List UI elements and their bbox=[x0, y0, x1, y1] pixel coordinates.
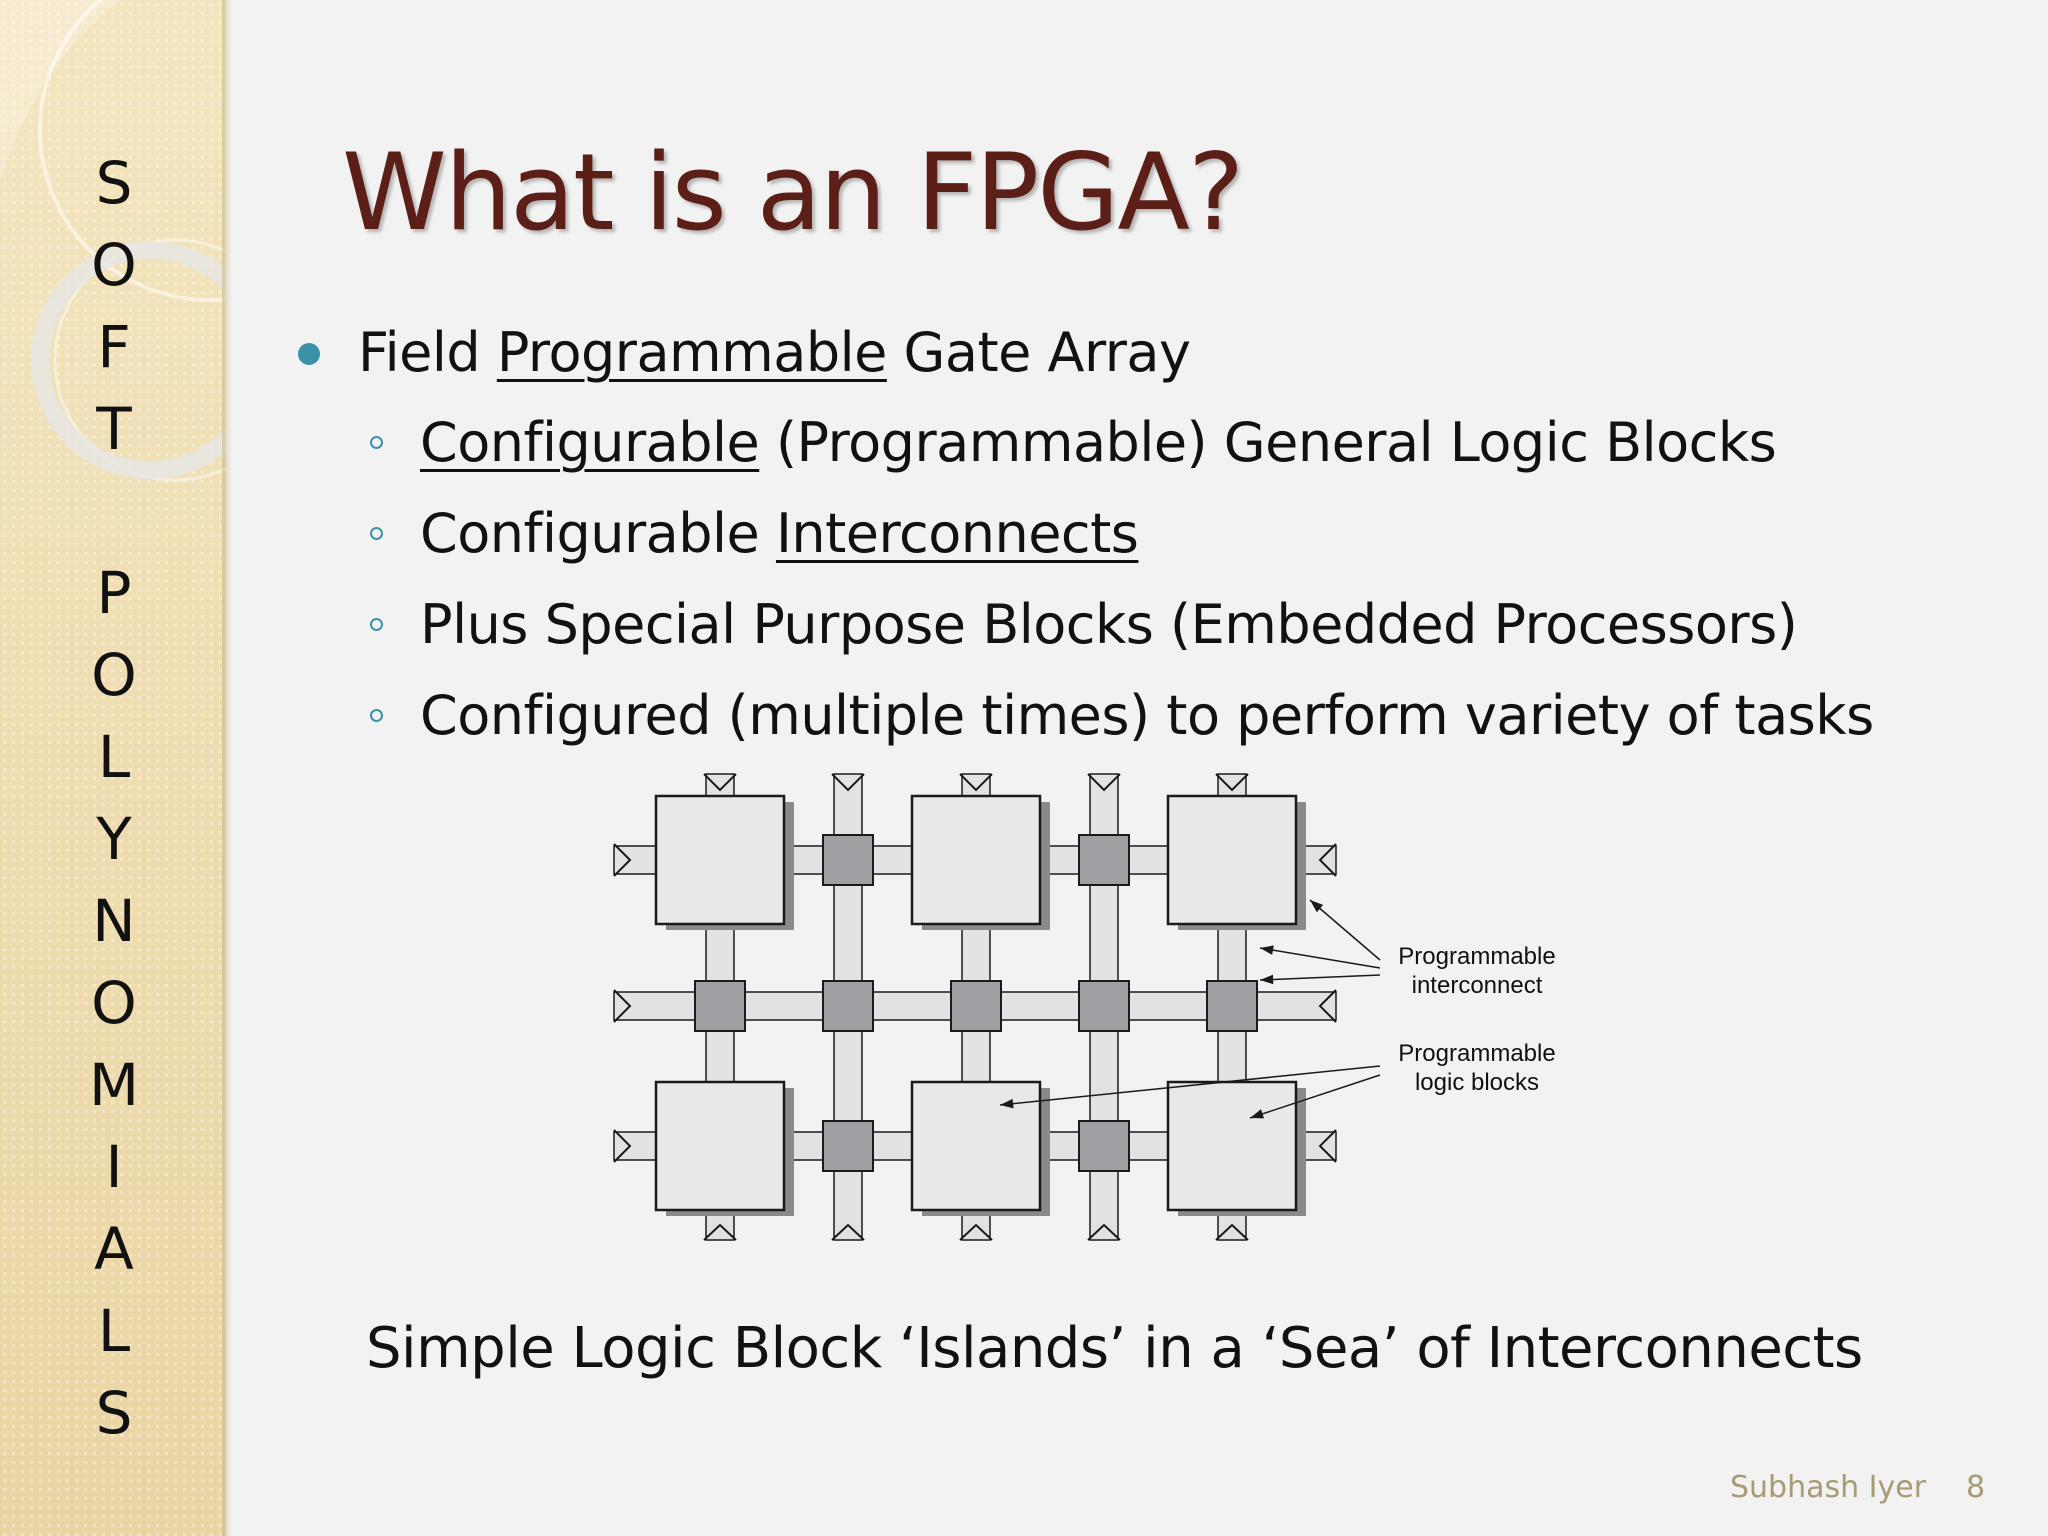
interconnect-pointer bbox=[1259, 947, 1381, 969]
switch-box bbox=[950, 980, 1002, 1032]
switch-box bbox=[822, 834, 874, 886]
sub-bullet-underlined: Interconnects bbox=[775, 502, 1139, 565]
interconnect-pointer-head bbox=[1260, 945, 1274, 955]
logic-block-pointer bbox=[999, 1065, 1381, 1106]
switch-box bbox=[822, 1120, 874, 1172]
sub-bullet-pre: Configurable bbox=[420, 502, 776, 565]
wire-arrow-right bbox=[1318, 989, 1337, 1023]
interconnect-pointer bbox=[1259, 974, 1381, 981]
logic-block bbox=[910, 1080, 1042, 1212]
wire-arrow-bottom bbox=[959, 1223, 993, 1241]
sub-bullet-underlined: Configurable bbox=[420, 411, 760, 474]
vertical-letter: L bbox=[97, 1297, 131, 1365]
vertical-letter: S bbox=[95, 1379, 133, 1447]
footer-author: Subhash Iyer bbox=[1730, 1470, 1927, 1505]
vertical-letter: L bbox=[97, 723, 131, 791]
wire-arrow-top bbox=[959, 773, 993, 792]
logic-block-pointer bbox=[1249, 1074, 1381, 1119]
vertical-letter: Y bbox=[96, 805, 132, 873]
wire-arrow-top bbox=[831, 773, 865, 792]
wire-arrow-left bbox=[613, 843, 632, 877]
sub-bullet-marker-icon bbox=[370, 709, 383, 722]
switch-box bbox=[1078, 1120, 1130, 1172]
label-logic-2: logic blocks bbox=[1415, 1069, 1539, 1096]
bullet-text-post: Gate Array bbox=[886, 321, 1191, 384]
vertical-letter: N bbox=[92, 887, 136, 955]
wire-arrow-bottom bbox=[831, 1223, 865, 1241]
wire-arrow-bottom bbox=[1087, 1223, 1121, 1241]
wire-arrow-right bbox=[1318, 843, 1337, 877]
main-bullet: Field Programmable Gate Array bbox=[358, 318, 1191, 388]
bullet-dot-icon bbox=[298, 343, 320, 365]
logic-block bbox=[654, 794, 786, 926]
wire-arrow-right bbox=[1318, 1129, 1337, 1163]
wire-arrow-top bbox=[703, 773, 737, 792]
sub-bullet-marker-icon bbox=[370, 618, 383, 631]
vertical-letter: O bbox=[91, 641, 137, 709]
sidebar-edge-shadow bbox=[222, 0, 232, 1536]
bullet-text-pre: Field bbox=[358, 321, 497, 384]
vertical-letter: P bbox=[96, 559, 132, 627]
sub-bullet-2: Configurable Interconnects bbox=[420, 499, 1139, 569]
vertical-title: S O F T P O L Y N O M I A L S bbox=[70, 142, 158, 1454]
caption: Simple Logic Block ‘Islands’ in a ‘Sea’ … bbox=[366, 1316, 1863, 1381]
vertical-letter: F bbox=[97, 313, 131, 381]
switch-box bbox=[1078, 980, 1130, 1032]
sub-bullet-marker-icon bbox=[370, 436, 383, 449]
footer-page-number: 8 bbox=[1966, 1470, 1986, 1505]
logic-block bbox=[1166, 1080, 1298, 1212]
interconnect-pointer-head bbox=[1310, 900, 1324, 913]
switch-box bbox=[1078, 834, 1130, 886]
logic-block-pointer-head bbox=[1000, 1098, 1014, 1109]
vertical-letter: M bbox=[88, 1051, 140, 1119]
vertical-letter: S bbox=[95, 149, 133, 217]
vertical-letter: I bbox=[105, 1133, 123, 1201]
switch-box bbox=[1206, 980, 1258, 1032]
label-interconnect-2: interconnect bbox=[1412, 972, 1543, 999]
logic-block bbox=[910, 794, 1042, 926]
logic-block bbox=[1166, 794, 1298, 926]
logic-block-pointer-head bbox=[1250, 1109, 1264, 1119]
sub-bullet-post: (Programmable) General Logic Blocks bbox=[759, 411, 1777, 474]
vertical-letter: A bbox=[94, 1215, 134, 1283]
logic-block bbox=[654, 1080, 786, 1212]
fpga-diagram: Programmable interconnect Programmable l… bbox=[613, 773, 1556, 1241]
sub-bullet-1: Configurable (Programmable) General Logi… bbox=[420, 408, 1777, 478]
vertical-letter: O bbox=[91, 231, 137, 299]
wire-arrow-top bbox=[1087, 773, 1121, 792]
sub-bullet-marker-icon bbox=[370, 527, 383, 540]
decorative-circles bbox=[0, 0, 226, 482]
vertical-letter: O bbox=[91, 969, 137, 1037]
label-logic-1: Programmable bbox=[1398, 1040, 1555, 1067]
wire-arrow-top bbox=[1215, 773, 1249, 792]
switch-box bbox=[694, 980, 746, 1032]
interconnect-pointer-head bbox=[1260, 974, 1274, 985]
slide-title: What is an FPGA? bbox=[342, 131, 1244, 254]
bullet-text-underlined: Programmable bbox=[496, 321, 888, 384]
wire-arrow-left bbox=[613, 989, 632, 1023]
sidebar-panel: S O F T P O L Y N O M I A L S bbox=[0, 0, 226, 1536]
sub-bullet-3: Plus Special Purpose Blocks (Embedded Pr… bbox=[420, 593, 1798, 656]
vertical-letter: T bbox=[96, 395, 132, 463]
switch-box bbox=[822, 980, 874, 1032]
interconnect-pointer bbox=[1309, 899, 1381, 961]
wire-arrow-bottom bbox=[1215, 1223, 1249, 1241]
wire-arrow-bottom bbox=[703, 1223, 737, 1241]
wire-arrow-left bbox=[613, 1129, 632, 1163]
label-interconnect-1: Programmable bbox=[1398, 943, 1555, 970]
sub-bullet-4: Configured (multiple times) to perform v… bbox=[420, 684, 1874, 747]
